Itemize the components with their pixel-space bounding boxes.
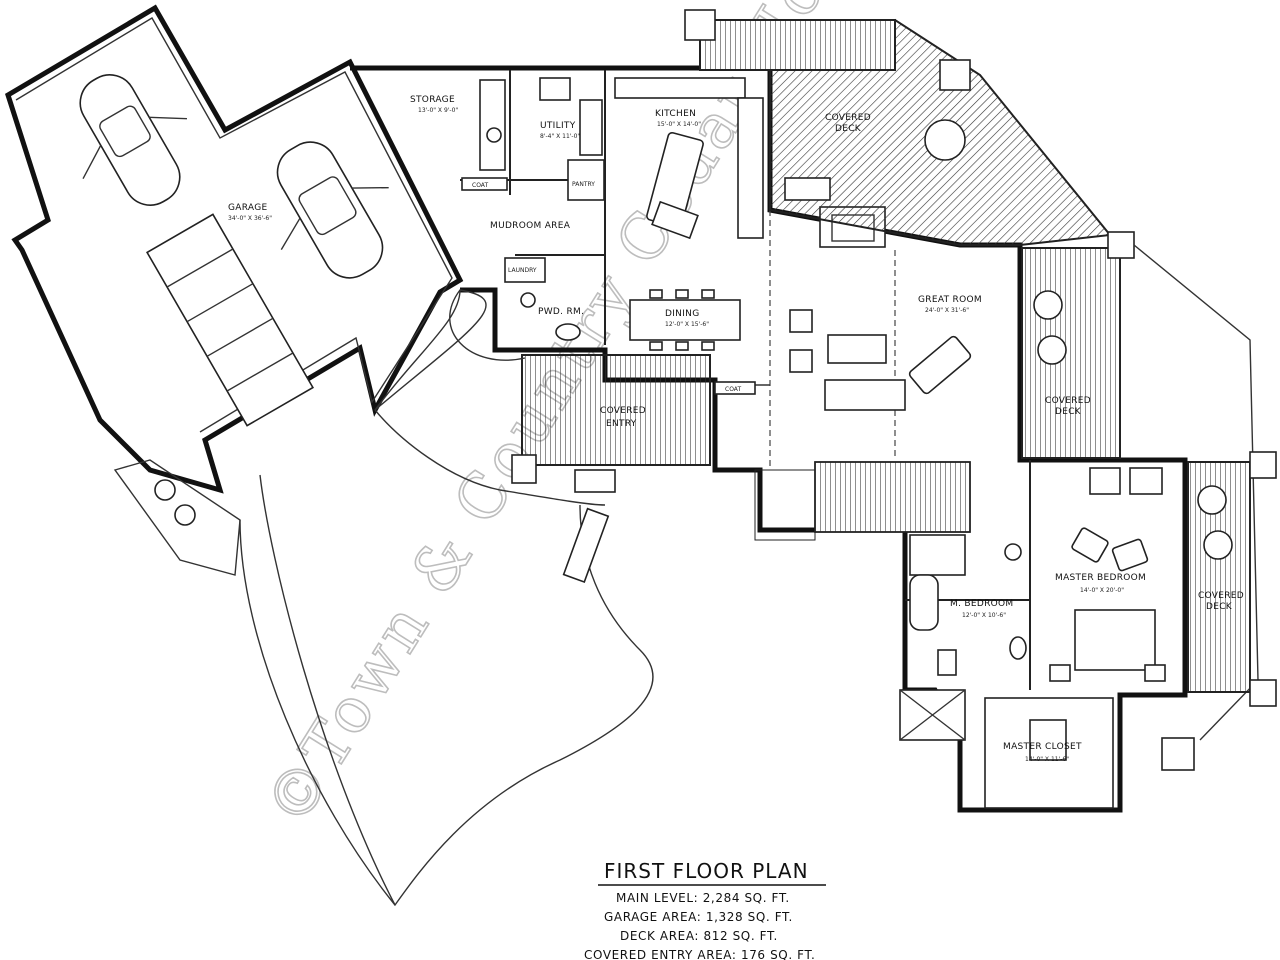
room-label-covered-deck-right: COVERED	[1045, 396, 1091, 406]
dining-room: DINING 12'-0" X 15'-6"	[629, 289, 741, 351]
room-label-storage: STORAGE	[410, 95, 455, 105]
room-label-utility: UTILITY	[540, 121, 576, 131]
room-dim-master-bath: 12'-0" X 10'-6"	[962, 612, 1006, 619]
room-label-coat-2: COAT	[725, 386, 741, 393]
covered-deck-top: COVERED DECK	[684, 9, 1112, 246]
room-dim-master-bedroom: 14'-0" X 20'-0"	[1080, 587, 1124, 594]
room-label-kitchen: KITCHEN	[655, 109, 696, 119]
covered-entry: COVERED ENTRY COAT	[511, 354, 756, 493]
room-label-covered-deck-far-2: DECK	[1206, 602, 1233, 612]
room-dim-master-closet: 14'-0" X 11'-6"	[1025, 756, 1069, 763]
utility-room: UTILITY 8'-4" X 11'-0"	[539, 77, 603, 156]
master-suite: MASTER BEDROOM 14'-0" X 20'-0" M. BEDROO…	[899, 460, 1166, 809]
kitchen: KITCHEN 15'-0" X 14'-0"	[614, 77, 764, 240]
room-dim-garage: 34'-0" X 36'-6"	[228, 215, 272, 222]
mudroom-area: COAT MUDROOM AREA PANTRY LAUNDRY PWD. RM…	[461, 159, 605, 341]
room-label-master-bedroom: MASTER BEDROOM	[1055, 573, 1146, 583]
room-label-mudroom: MUDROOM AREA	[490, 221, 571, 231]
plan-info: FIRST FLOOR PLAN MAIN LEVEL: 2,284 SQ. F…	[584, 859, 826, 960]
storage-room: STORAGE 13'-0" X 9'-0"	[410, 79, 506, 171]
car-icon	[79, 74, 187, 206]
covered-entry-area: COVERED ENTRY AREA: 176 SQ. FT.	[584, 948, 815, 960]
room-label-covered-deck-far: COVERED	[1198, 591, 1244, 601]
room-dim-great-room: 24'-0" X 31'-6"	[925, 307, 969, 314]
room-label-laundry: LAUNDRY	[508, 267, 537, 274]
covered-deck-right: COVERED DECK	[1021, 231, 1259, 741]
car-icon	[276, 141, 389, 279]
room-label-master-bath: M. BEDROOM	[950, 599, 1013, 609]
room-label-coat: COAT	[472, 182, 488, 189]
room-label-powder: PWD. RM.	[538, 307, 584, 317]
boat-trailer-icon	[145, 213, 315, 427]
room-dim-utility: 8'-4" X 11'-0"	[540, 133, 580, 140]
room-dim-storage: 13'-0" X 9'-0"	[418, 107, 458, 114]
main-level-area: MAIN LEVEL: 2,284 SQ. FT.	[616, 891, 790, 905]
room-label-covered-deck-top: COVERED	[825, 113, 871, 123]
room-label-covered-entry: COVERED	[600, 406, 646, 416]
room-dim-kitchen: 15'-0" X 14'-0"	[657, 121, 701, 128]
room-label-garage: GARAGE	[228, 203, 267, 213]
garage: GARAGE 34'-0" X 36'-6"	[5, 4, 464, 576]
room-label-pantry: PANTRY	[572, 181, 595, 188]
room-label-great-room: GREAT ROOM	[918, 295, 982, 305]
room-dim-dining: 12'-0" X 15'-6"	[665, 321, 709, 328]
room-label-covered-deck-top-2: DECK	[835, 124, 862, 134]
stair	[754, 461, 971, 541]
room-label-dining: DINING	[665, 309, 699, 319]
room-label-covered-deck-right-2: DECK	[1055, 407, 1082, 417]
plan-title: FIRST FLOOR PLAN	[604, 859, 809, 883]
deck-area: DECK AREA: 812 SQ. FT.	[620, 929, 778, 943]
covered-deck-far-right: COVERED DECK	[1161, 451, 1277, 771]
driveway	[239, 289, 654, 907]
room-label-covered-entry-2: ENTRY	[606, 419, 637, 429]
room-label-master-closet: MASTER CLOSET	[1003, 742, 1082, 752]
garage-area: GARAGE AREA: 1,328 SQ. FT.	[604, 910, 793, 924]
